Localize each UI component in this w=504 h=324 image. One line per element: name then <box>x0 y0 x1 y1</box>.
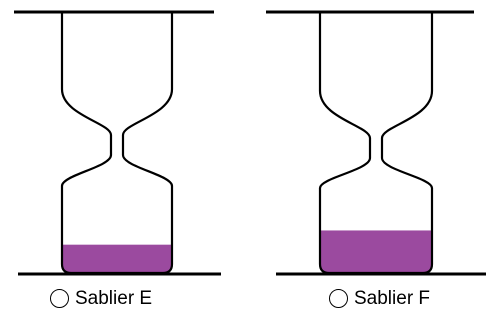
option-label-f: Sablier F <box>354 288 431 309</box>
radio-button-f[interactable] <box>329 289 348 308</box>
hourglass-f <box>266 10 486 276</box>
hourglass-e-glass <box>60 10 174 275</box>
option-label-e: Sablier E <box>75 288 153 309</box>
option-sablier-e[interactable]: Sablier E <box>50 289 152 308</box>
hourglass-e-sand <box>62 244 172 273</box>
hourglass-e <box>14 10 221 276</box>
hourglass-f-sand <box>320 230 432 273</box>
option-sablier-f[interactable]: Sablier F <box>329 289 430 308</box>
radio-button-e[interactable] <box>50 289 69 308</box>
